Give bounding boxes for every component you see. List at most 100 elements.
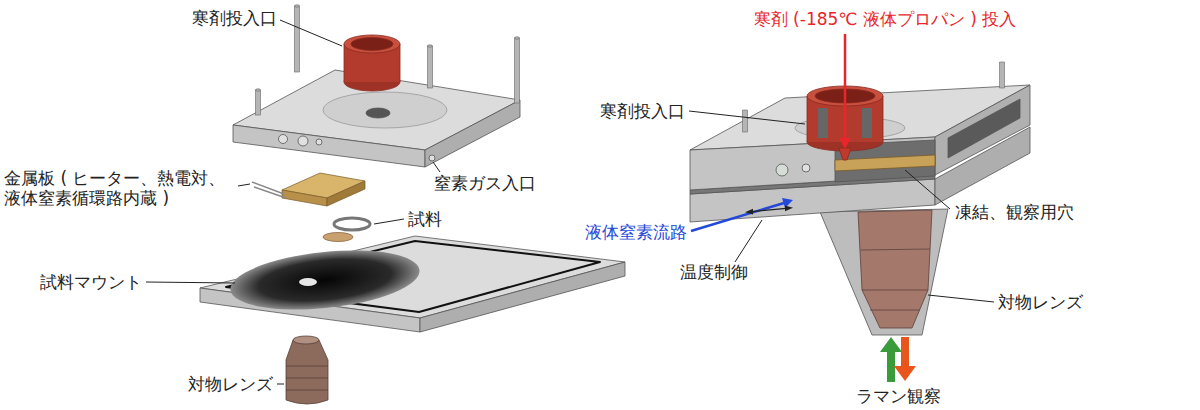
coolant-label: 寒剤 (-185℃ 液体プロパン ) 投入: [754, 9, 1017, 29]
top-plate: [366, 108, 390, 118]
stage-block: [1000, 62, 1005, 88]
part-label: 試料マウント: [40, 272, 142, 292]
guide-rods: [295, 5, 300, 7]
leader-lines: [146, 282, 235, 283]
raman-arrows: [894, 366, 916, 381]
guide-rods: [515, 37, 520, 39]
leader-lines: [905, 170, 950, 209]
leader-lines: [277, 384, 284, 385]
observation-label: ラマン観察: [856, 386, 941, 406]
temperature-arrow: [785, 206, 793, 212]
sample-mount: [299, 278, 317, 286]
objective-lens: [862, 290, 928, 291]
coolant-inlet-cylinder: [400, 44, 401, 82]
leader-lines: [689, 111, 805, 124]
stage-block: [935, 85, 1030, 175]
temperature-arrow: [745, 209, 753, 215]
stage-block: [743, 110, 748, 132]
objective-lens: [858, 210, 932, 328]
coolant-inlet-cylinder: [344, 35, 400, 91]
coolant-arrow: [839, 138, 851, 149]
top-plate: [233, 70, 520, 167]
guide-rods: [295, 6, 300, 72]
guide-rods: [428, 45, 433, 47]
raman-arrows: [880, 337, 916, 382]
coolant-arrow: [844, 34, 847, 139]
guide-rods: [256, 90, 261, 115]
sample-mount: [200, 236, 625, 318]
objective-lens: [293, 336, 319, 344]
coolant-inlet-cylinder: [344, 35, 400, 53]
part-label: 対物レンズ: [998, 292, 1083, 312]
temperature-arrow: [745, 206, 793, 215]
part-label: 温度制御: [680, 262, 748, 282]
sample: [334, 218, 370, 230]
metal-plate: [252, 173, 365, 206]
objective-lens: [286, 390, 328, 391]
stage-block: [690, 62, 1030, 222]
raman-arrows: [887, 350, 895, 382]
leader-lines: [374, 219, 404, 224]
coolant-inlet-cylinder: [807, 96, 808, 142]
top-plate: [323, 92, 447, 128]
lens-housing: [820, 209, 948, 335]
part-label: 寒剤投入口: [600, 101, 685, 121]
temperature-arrow: [752, 208, 786, 211]
guide-rods: [515, 38, 520, 103]
sample: [323, 233, 353, 242]
coolant-inlet-cylinder: [351, 38, 393, 51]
lens-housing: [820, 209, 948, 335]
stage-block: [776, 164, 788, 176]
metal-plate: [282, 190, 327, 206]
part-label: 凍結、観察用穴: [955, 202, 1074, 222]
coolant-inlet-cylinder: [344, 44, 345, 82]
objective-lens: [870, 310, 920, 311]
leader-lines: [238, 184, 250, 186]
nitrogen-arrow: [691, 203, 784, 231]
raman-arrows: [901, 337, 909, 368]
objective-lens: [286, 336, 328, 404]
nitrogen-arrow: [691, 198, 793, 231]
sample: [323, 218, 370, 242]
leader-lines: [735, 220, 762, 262]
coolant-inlet-cylinder: [839, 148, 851, 160]
coolant-arrow: [839, 34, 851, 149]
objective-lens: [858, 210, 932, 328]
objective-lens: [286, 340, 328, 404]
metal-plate: [327, 181, 365, 206]
top-plate: [298, 136, 308, 146]
stage-block: [802, 164, 810, 172]
leader-lines: [280, 20, 342, 46]
objective-lens: [286, 366, 328, 367]
top-plate: [316, 139, 322, 145]
guide-rods: [428, 46, 433, 88]
top-plate: [429, 155, 435, 161]
part-label: 寒剤投入口: [192, 8, 277, 28]
part-label: 対物レンズ: [188, 374, 273, 394]
coolant-inlet-cylinder: [818, 108, 828, 138]
top-plate: [233, 125, 425, 167]
objective-lens: [861, 249, 930, 250]
part-label: 試料: [408, 209, 442, 229]
raman-arrows: [880, 337, 902, 352]
leader-lines: [433, 162, 440, 172]
sample-mount: [200, 236, 625, 332]
guide-rods: [256, 5, 520, 115]
part-label: 金属板 ( ヒーター、熱電対、 液体窒素循環路内蔵 ): [4, 168, 236, 209]
leader-lines: [928, 295, 994, 302]
guide-rods: [256, 89, 261, 91]
metal-plate: [254, 187, 286, 198]
leader-lines: [146, 20, 440, 384]
coolant-inlet-cylinder: [883, 96, 884, 142]
coolant-inlet-cylinder: [862, 108, 872, 138]
stage-block: [948, 99, 1020, 158]
objective-lens: [286, 378, 328, 379]
flow-label: 液体窒素流路: [585, 222, 687, 242]
part-label: 窒素ガス入口: [434, 173, 536, 193]
sample-mount: [228, 242, 423, 318]
stage-block: [835, 155, 935, 171]
top-plate: [279, 135, 288, 144]
sample-mount: [420, 262, 625, 332]
